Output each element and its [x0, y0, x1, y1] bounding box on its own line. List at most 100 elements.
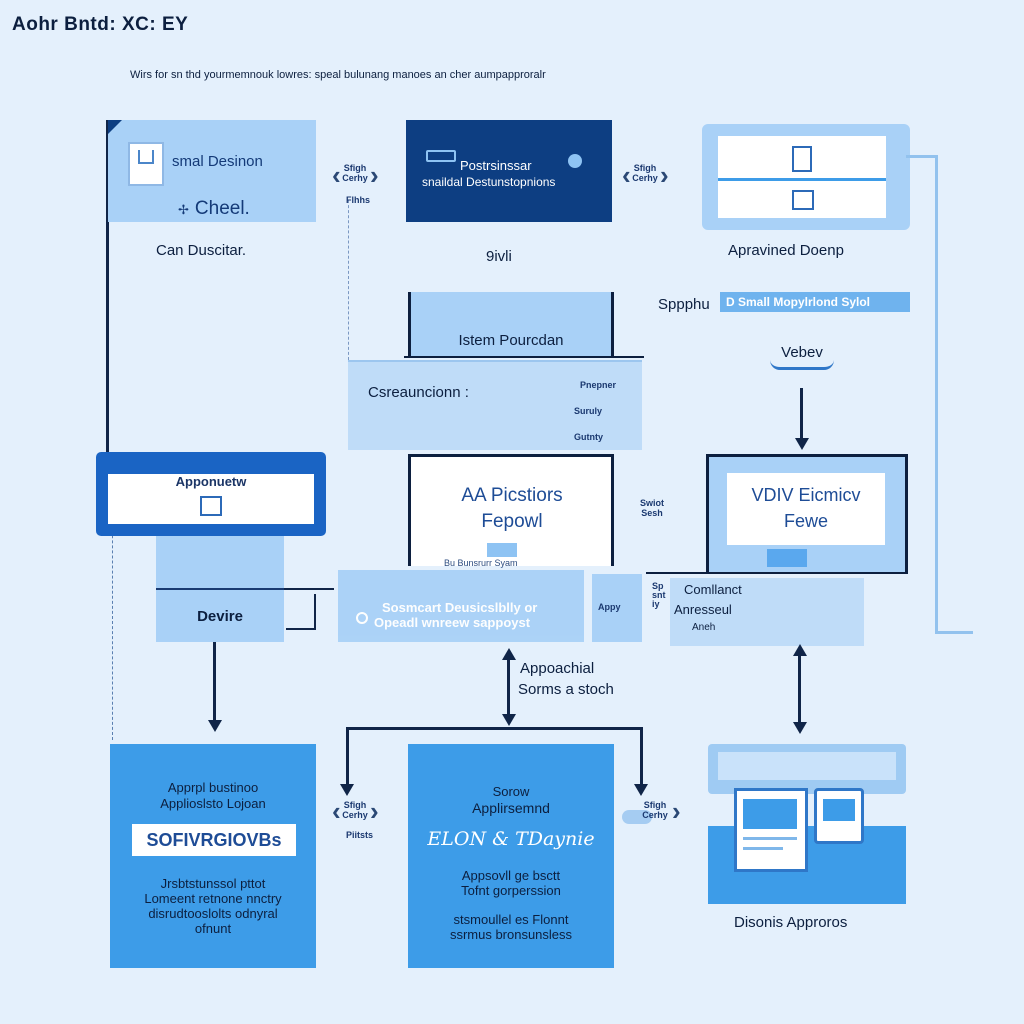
chat-icon	[568, 154, 582, 168]
approved-doc-caption: Apravined Doenp	[728, 242, 844, 259]
review-pill[interactable]: Vebev	[770, 344, 834, 370]
bottom-right-caption: Disonis Approros	[734, 914, 848, 931]
small-design-subtitle: ✢Cheel.	[178, 198, 250, 220]
edge-device-right	[284, 588, 334, 590]
arrowhead-scope-up	[502, 648, 516, 660]
vdiv-review-node[interactable]: VDIV Eicmicv Fewe	[706, 454, 908, 574]
bottom-mid-line2: Applirsemnd	[472, 800, 550, 816]
double-chevron-icon: ›	[672, 796, 681, 826]
vdiv-review-base	[646, 572, 908, 574]
connector-tag-c-line1: Swiot	[640, 498, 664, 508]
approval-view-label: Apponuetw	[175, 474, 247, 489]
connector-tag-b-line2: Cerhy	[632, 173, 658, 183]
document-icon	[792, 146, 812, 172]
edge-mid-dashed	[348, 200, 349, 360]
approval-view-panel: Apponuetw	[108, 474, 314, 524]
dark-node-caption: 9ivli	[486, 248, 512, 265]
arrowhead-scope-down	[502, 714, 516, 726]
bottom-mid-body3: stsmoullel es Flonnt	[453, 912, 569, 927]
connector-tag-e: Sfigh Cerhy	[640, 800, 670, 820]
edge-bracket-right	[640, 727, 643, 785]
edge-right-bottom	[935, 631, 973, 634]
side-tag-1: Appy	[598, 602, 621, 612]
approved-doc-node[interactable]	[702, 124, 910, 230]
consult-line3: Aneh	[692, 622, 716, 633]
approval-view-node[interactable]: Apponuetw	[96, 452, 326, 536]
vdiv-review-line1: VDIV Eicmicv	[751, 485, 861, 505]
vdiv-review-inner: VDIV Eicmicv Fewe	[727, 473, 885, 545]
double-chevron-icon: ‹	[332, 160, 341, 190]
edge-scope-vertical	[507, 658, 510, 716]
classification-tag-3: Gutnty	[574, 432, 603, 442]
connector-tag-d: Sfigh Cerhy	[340, 800, 370, 820]
house-icon	[200, 496, 222, 516]
connector-tag-a: Sfigh Cerhy	[340, 163, 370, 183]
bottom-mid-handwritten: ELON & TDaynie	[427, 828, 595, 850]
connector-tag-d-line1: Sfigh	[343, 800, 367, 810]
ai-practitioners-node[interactable]: AA Picstiors Fepowl	[408, 454, 614, 566]
edge-bottom-bracket	[346, 727, 642, 730]
classification-tag-1: Pnepner	[580, 380, 617, 390]
corner-marker	[108, 120, 122, 134]
bottom-left-body2: Lomeent retnone nnctry	[144, 891, 282, 906]
connector-tag-d-under: Piitsts	[346, 830, 374, 840]
system-program-node[interactable]: Istem Pourcdan	[408, 292, 614, 358]
vdiv-review-line2: Fewe	[783, 511, 828, 531]
connector-tag-e-line1: Sfigh	[643, 800, 667, 810]
connector-tag-b-line1: Sfigh	[633, 163, 657, 173]
social-banner-line2: Opeadl wnreew sappoyst	[374, 615, 531, 630]
supply-label: Sppphu	[658, 296, 710, 313]
edge-bracket-left	[346, 727, 349, 785]
bottom-mid-body1: Appsovll ge bsctt	[461, 868, 561, 883]
arrowhead-review	[795, 438, 809, 450]
dark-node-line2: snaildal Destunstopnions	[422, 175, 556, 189]
bottom-left-body4: ofnunt	[194, 921, 232, 936]
ai-practitioners-line1: AA Picstiors	[461, 485, 563, 506]
double-chevron-icon: ›	[370, 796, 379, 826]
bottom-mid-line1: Sorow	[492, 784, 530, 799]
small-design-caption: Can Duscitar.	[156, 242, 247, 259]
bottom-left-line1: Apprpl bustinoo	[167, 780, 259, 795]
connector-tag-c-line2: Sesh	[641, 508, 663, 518]
connector-tag-b: Sfigh Cerhy	[630, 163, 660, 183]
ai-practitioners-footer: Bu Bunsrurr Syam	[444, 558, 518, 568]
social-banner-node[interactable]: Sosmcart Deusicslblly or Opeadl wnreew s…	[338, 570, 584, 642]
bottom-mid-body4: ssrmus bronsunsless	[449, 927, 573, 942]
connector-tag-e-line2: Cerhy	[642, 810, 668, 820]
edge-review-down	[800, 388, 803, 440]
edge-left-vertical	[106, 120, 109, 460]
bottom-mid-node[interactable]: Sorow Applirsemnd ELON & TDaynie Appsovl…	[408, 744, 614, 968]
connector-tag-c: Swiot Sesh	[632, 498, 672, 518]
device-node[interactable]: Devire	[156, 536, 284, 642]
laptop-icon	[734, 788, 808, 872]
small-design-node[interactable]: smal Desinon ✢Cheel.	[108, 120, 316, 222]
page-subtitle: Wirs for sn thd yourmemnouk lowres: spea…	[130, 69, 546, 81]
consult-line2: Anresseul	[674, 602, 732, 617]
arrowhead-right-down	[793, 722, 807, 734]
bottom-left-body1: Jrsbtstunssol pttot	[160, 876, 266, 891]
application-scope-line1: Appoachial	[520, 660, 595, 677]
bottom-mid-body2: Tofnt gorperssion	[461, 883, 561, 898]
arrowhead-right-up	[793, 644, 807, 656]
system-program-base	[404, 356, 644, 358]
device-divider	[156, 588, 284, 590]
classification-panel: Csreauncionn : Pnepner Suruly Gutnty	[348, 360, 642, 450]
connector-tag-d-line2: Cerhy	[342, 810, 368, 820]
edge-right-vertical	[935, 155, 938, 633]
house-icon	[792, 190, 814, 210]
system-program-label: Istem Pourcdan	[458, 332, 564, 349]
vdiv-review-tab	[767, 549, 807, 567]
arrowhead-device	[208, 720, 222, 732]
edge-device-riser	[314, 594, 316, 630]
server-icon	[426, 150, 456, 162]
edge-right-top	[906, 155, 936, 158]
arrowhead-bracket-right	[634, 784, 648, 796]
bottom-left-node[interactable]: Apprpl bustinoo Applioslsto Lojoan SOFIV…	[110, 744, 316, 968]
supply-badge: D Small Mopylrlond Sylol	[720, 292, 910, 312]
dark-process-node[interactable]: Postrsinssar snaildal Destunstopnions	[406, 120, 612, 222]
classification-tag-2: Suruly	[574, 406, 603, 416]
edge-right-vertical-arrow	[798, 654, 801, 724]
small-design-check: Cheel.	[194, 198, 250, 219]
device-label: Devire	[197, 608, 243, 625]
bottom-right-header	[708, 744, 906, 794]
